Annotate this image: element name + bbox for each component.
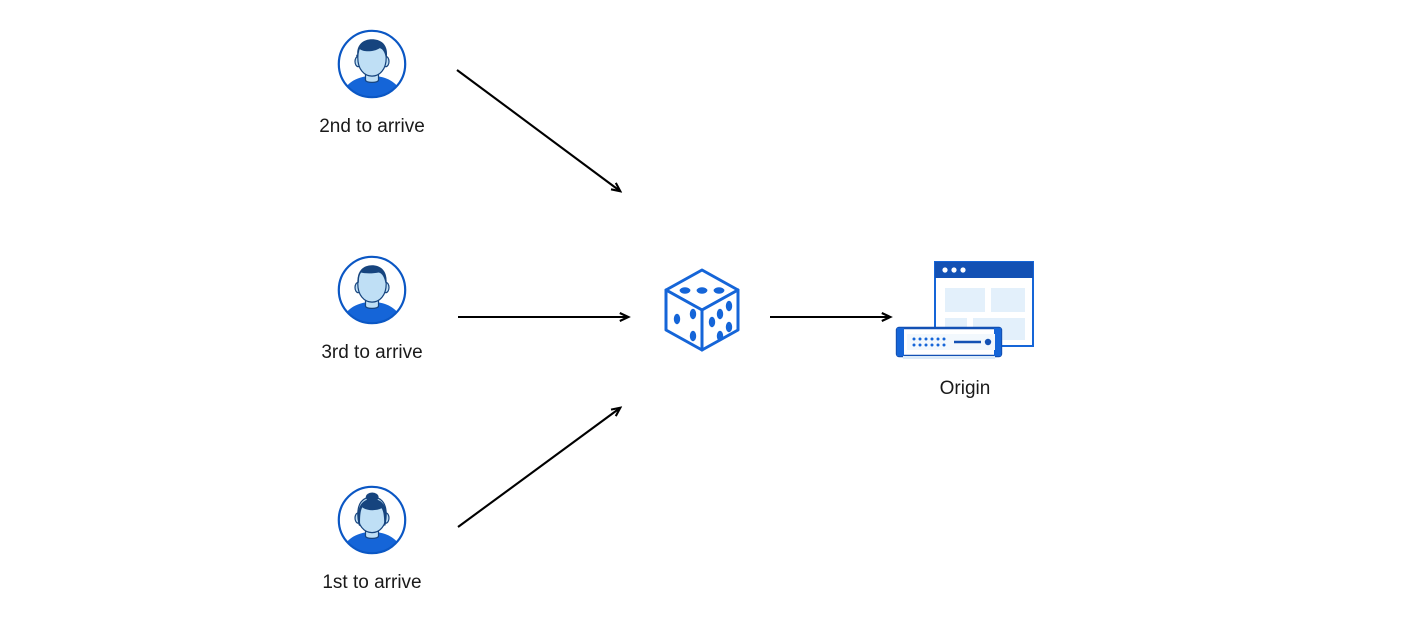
dice-icon <box>660 266 744 354</box>
node-label-visitor-1st: 1st to arrive <box>322 572 422 593</box>
user-avatar-icon <box>336 254 408 326</box>
node-label-visitor-2nd: 2nd to arrive <box>319 116 425 137</box>
arrow-1st-to-dice <box>457 408 620 528</box>
node-label-visitor-3rd: 3rd to arrive <box>321 342 423 363</box>
user-avatar-icon <box>336 484 408 556</box>
node-label-origin: Origin <box>939 378 991 399</box>
arrow-2nd-to-dice <box>456 69 620 191</box>
user-avatar-icon <box>336 28 408 100</box>
server-device-icon <box>895 326 1003 359</box>
origin-server-icon <box>893 256 1038 364</box>
